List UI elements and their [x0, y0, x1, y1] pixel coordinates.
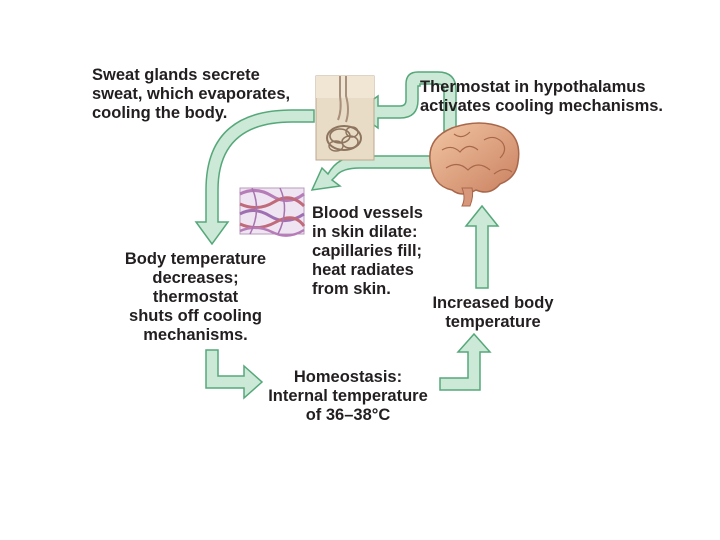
arrow-temp-to-brain [466, 206, 498, 288]
arrow-homeostasis-to-increased [440, 334, 490, 390]
arrow-bodydec-to-homeostasis [206, 350, 262, 398]
label-body-temp-decreases: Body temperature decreases; thermostat s… [108, 250, 283, 345]
blood-vessels-illustration [240, 188, 304, 236]
label-thermostat: Thermostat in hypothalamus activates coo… [420, 78, 710, 116]
label-homeostasis: Homeostasis: Internal temperature of 36–… [258, 368, 438, 425]
label-sweat-glands: Sweat glands secrete sweat, which evapor… [92, 66, 317, 123]
label-increased-body-temp: Increased body temperature [418, 294, 568, 332]
sweat-gland-illustration [316, 76, 374, 160]
brain-illustration [430, 123, 519, 206]
arrow-brain-to-vessels [312, 156, 432, 190]
label-blood-vessels: Blood vessels in skin dilate: capillarie… [312, 204, 452, 299]
